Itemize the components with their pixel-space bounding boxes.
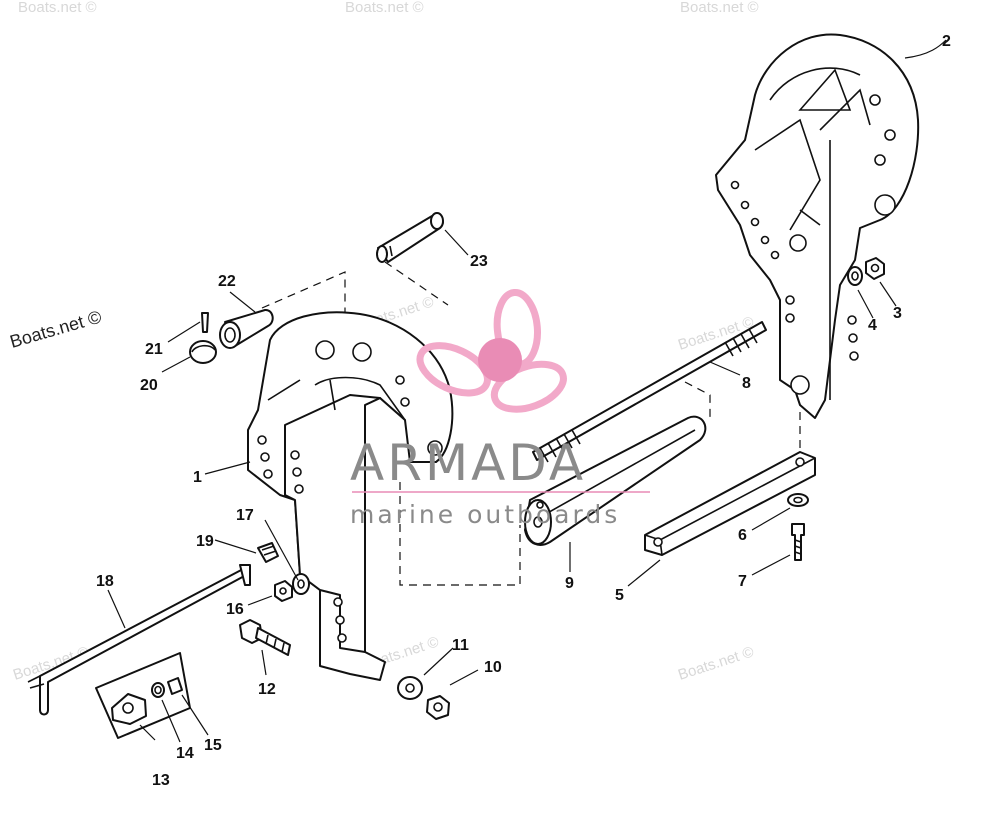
leader-lines: [107, 39, 947, 743]
part-16-nut: [274, 580, 293, 602]
callout-21: 21: [145, 341, 163, 358]
watermark-top-right: Boats.net ©: [680, 0, 759, 16]
watermark-top-left: Boats.net ©: [18, 0, 97, 16]
propeller-icon: [416, 288, 567, 413]
logo-brand-text: ARMADA: [350, 434, 586, 492]
callout-7: 7: [738, 573, 747, 590]
logo-tagline-text: marine outboards: [350, 500, 620, 529]
part-18-rod: [27, 564, 251, 716]
parts-13-15-kit: [95, 652, 191, 739]
armada-logo: ARMADA marine outboards: [350, 288, 650, 529]
part-8-threaded-rod: [532, 321, 767, 463]
callout-15: 15: [204, 737, 222, 754]
callout-3: 3: [893, 305, 902, 322]
part-3-nut: [865, 257, 885, 280]
callout-9: 9: [565, 575, 574, 592]
callout-numbers: 1 2 3 4 5 6 7 8 9 10 11 12 13 14 15 16 1…: [96, 33, 951, 789]
callout-23: 23: [470, 253, 488, 270]
callout-13: 13: [152, 772, 170, 789]
callout-10: 10: [484, 659, 502, 676]
callout-20: 20: [140, 377, 158, 394]
part-19-fitting: [257, 542, 279, 563]
part-2-clamp-bracket-right: [715, 33, 920, 419]
part-23-pin: [376, 212, 444, 263]
part-21-cotter-pin: [201, 312, 209, 333]
callout-5: 5: [615, 587, 624, 604]
part-9-tube: [524, 415, 707, 546]
part-17-washer: [292, 573, 310, 595]
callout-17: 17: [236, 507, 254, 524]
callout-19: 19: [196, 533, 214, 550]
callout-16: 16: [226, 601, 244, 618]
callout-6: 6: [738, 527, 747, 544]
part-6-washer: [787, 493, 809, 507]
watermark-main: Boats.net ©: [8, 307, 104, 352]
watermark-top-center: Boats.net ©: [345, 0, 424, 16]
part-11-washer: [397, 676, 423, 700]
watermark-low-right: Boats.net ©: [676, 643, 756, 683]
callout-14: 14: [176, 745, 194, 762]
part-22-bushing: [219, 309, 274, 349]
part-12-bolt: [239, 619, 291, 656]
part-4-washer: [847, 266, 863, 286]
part-10-nut: [426, 695, 450, 720]
part-5-link-bar: [644, 451, 816, 556]
callout-2: 2: [942, 33, 951, 50]
callout-18: 18: [96, 573, 114, 590]
alignment-lines: [261, 261, 801, 586]
callout-8: 8: [742, 375, 751, 392]
part-20-cap: [189, 340, 217, 364]
callout-22: 22: [218, 273, 236, 290]
callout-11: 11: [452, 637, 469, 654]
callout-4: 4: [868, 317, 877, 334]
callout-1: 1: [193, 469, 202, 486]
callout-12: 12: [258, 681, 276, 698]
part-7-bolt: [791, 523, 805, 561]
